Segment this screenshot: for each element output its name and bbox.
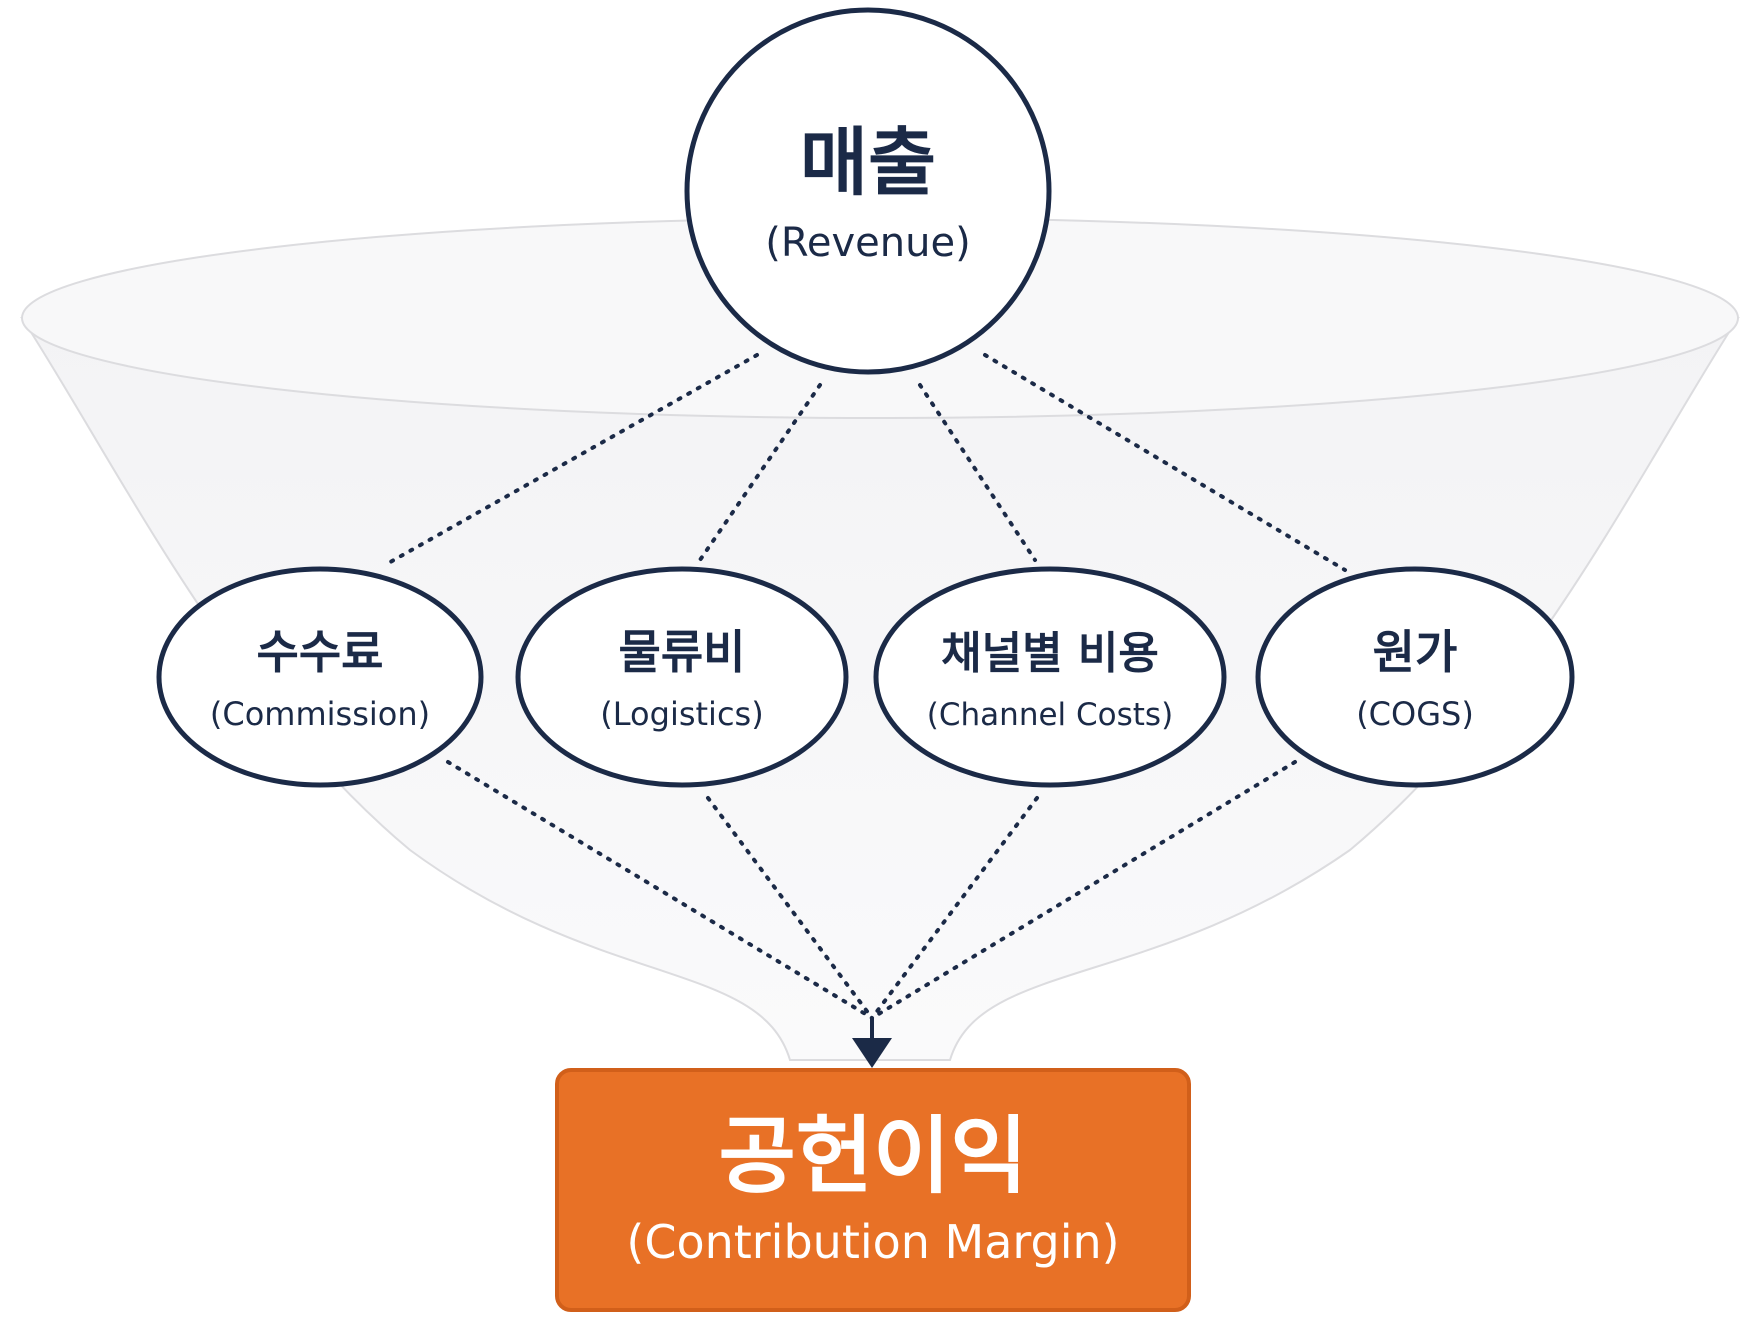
cost-node-cogs: 원가 (COGS)	[1255, 566, 1575, 788]
commission-ellipse	[156, 566, 484, 788]
cost-node-commission: 수수료 (Commission)	[156, 566, 484, 788]
logistics-label-ko: 물류비	[619, 625, 746, 679]
logistics-ellipse	[515, 566, 849, 788]
channel-costs-label-en: (Channel Costs)	[927, 697, 1173, 733]
result-connectors	[446, 760, 1297, 1020]
cogs-label-ko: 원가	[1373, 625, 1458, 679]
result-node: 공헌이익 (Contribution Margin)	[555, 1068, 1191, 1312]
cogs-label-en: (COGS)	[1356, 695, 1474, 733]
commission-label-en: (Commission)	[210, 695, 430, 733]
connector-revenue-logistics	[698, 383, 822, 562]
revenue-label-en: (Revenue)	[765, 220, 970, 266]
revenue-node: 매출 (Revenue)	[684, 7, 1052, 375]
revenue-circle	[684, 7, 1052, 375]
connector-revenue-channel-costs	[918, 383, 1037, 562]
cost-node-channel-costs: 채널별 비용 (Channel Costs)	[873, 566, 1227, 788]
result-label-ko: 공헌이익	[718, 1107, 1027, 1205]
cogs-ellipse	[1255, 566, 1575, 788]
commission-label-ko: 수수료	[257, 625, 384, 679]
result-label-en: (Contribution Margin)	[626, 1215, 1119, 1269]
connector-revenue-cogs	[983, 353, 1347, 572]
arrow-head-icon	[852, 1038, 892, 1068]
revenue-connectors	[383, 353, 1347, 572]
connector-channel-costs-result	[870, 796, 1039, 1020]
arrow-to-result	[852, 1018, 892, 1068]
result-box	[555, 1068, 1191, 1312]
connector-logistics-result	[706, 796, 874, 1020]
logistics-label-en: (Logistics)	[600, 695, 763, 733]
channel-costs-label-ko: 채널별 비용	[941, 628, 1159, 679]
connector-revenue-commission	[383, 353, 759, 567]
channel-costs-ellipse	[873, 566, 1227, 788]
revenue-label-ko: 매출	[800, 120, 936, 206]
cost-node-logistics: 물류비 (Logistics)	[515, 566, 849, 788]
